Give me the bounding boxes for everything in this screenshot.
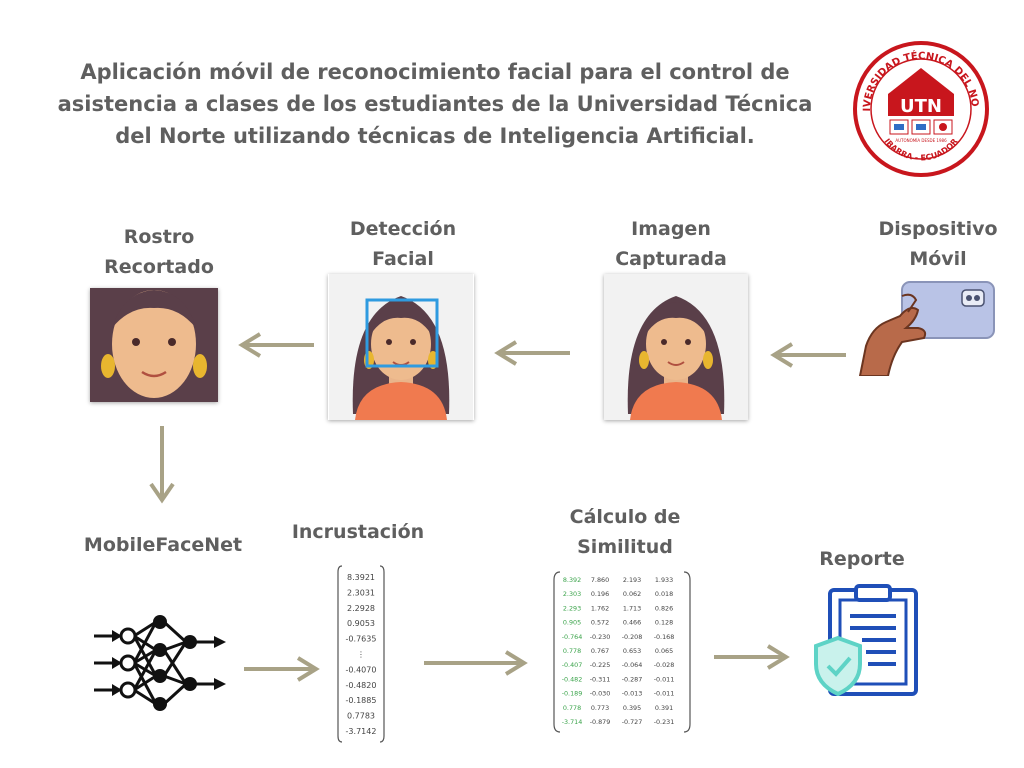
similarity-cell: -0.230 xyxy=(590,633,611,641)
label-device: Dispositivo Móvil xyxy=(868,214,1008,274)
similarity-cell: 0.572 xyxy=(591,619,609,627)
label-similarity: Cálculo de Similitud xyxy=(550,502,700,562)
label-embedding: Incrustación xyxy=(282,517,434,547)
similarity-cell: -0.013 xyxy=(622,690,643,698)
label-cropped-line1: Rostro xyxy=(123,226,195,248)
similarity-cell: -0.030 xyxy=(590,690,611,698)
embedding-value: 2.2928 xyxy=(347,604,375,613)
similarity-cell: 7.860 xyxy=(591,576,609,584)
face-detection-card xyxy=(328,274,474,420)
arrow-device-to-captured xyxy=(770,342,846,368)
similarity-cell: 0.778 xyxy=(563,704,581,712)
phone-in-hand-icon xyxy=(858,281,995,376)
woman-portrait-image xyxy=(604,274,748,420)
similarity-cell: -0.225 xyxy=(590,661,611,669)
embedding-value: -0.4820 xyxy=(346,681,377,690)
similarity-cell: 0.466 xyxy=(623,619,641,627)
similarity-cell: 0.767 xyxy=(591,647,609,655)
label-face-detection: Detección Facial xyxy=(328,214,478,274)
report-clipboard-icon xyxy=(814,584,918,696)
arrow-embedding-to-similarity xyxy=(424,650,528,676)
woman-portrait-detection-image xyxy=(329,274,473,420)
label-embedding-text: Incrustación xyxy=(291,521,425,543)
embedding-value: -0.4070 xyxy=(346,665,377,674)
similarity-cell: -0.208 xyxy=(622,633,643,641)
arrow-cropped-to-model xyxy=(149,426,175,504)
label-captured-line2: Capturada xyxy=(615,248,727,270)
similarity-cell: -0.168 xyxy=(654,633,675,641)
embedding-value: 0.7783 xyxy=(347,712,375,721)
similarity-cell: -0.028 xyxy=(654,661,675,669)
similarity-cell: 0.128 xyxy=(655,619,673,627)
embedding-value: 8.3921 xyxy=(347,573,375,582)
arrow-model-to-embedding xyxy=(244,656,320,682)
similarity-cell: 1.933 xyxy=(655,576,673,584)
cropped-face-card xyxy=(90,288,218,402)
captured-image-card xyxy=(604,274,748,420)
similarity-cell: 2.293 xyxy=(563,604,581,612)
similarity-cell: -0.727 xyxy=(622,718,643,726)
label-similarity-line2: Similitud xyxy=(577,536,673,558)
label-report: Reporte xyxy=(800,544,924,574)
similarity-cell: 2.193 xyxy=(623,576,641,584)
diagram-title: Aplicación móvil de reconocimiento facia… xyxy=(57,60,813,148)
similarity-cell: -0.064 xyxy=(622,661,643,669)
label-report-text: Reporte xyxy=(819,548,905,570)
similarity-cell: 0.062 xyxy=(623,590,641,598)
embedding-value: 2.3031 xyxy=(347,588,375,597)
similarity-cell: 0.196 xyxy=(591,590,609,598)
label-cropped-line2: Recortado xyxy=(104,256,214,278)
similarity-cell: 0.653 xyxy=(623,647,641,655)
embedding-value: -3.7142 xyxy=(346,727,377,736)
similarity-cell: 0.395 xyxy=(623,704,641,712)
label-captured-image: Imagen Capturada xyxy=(596,214,746,274)
similarity-cell: 0.905 xyxy=(563,619,581,627)
label-model-text: MobileFaceNet xyxy=(83,534,243,556)
similarity-cell: -0.011 xyxy=(654,690,675,698)
similarity-cell: 0.826 xyxy=(655,604,673,612)
similarity-cell: -0.011 xyxy=(654,675,675,683)
similarity-cell: 1.762 xyxy=(591,604,609,612)
arrow-similarity-to-report xyxy=(714,644,790,670)
detection-bounding-box xyxy=(365,298,439,368)
embedding-value: -0.7635 xyxy=(346,635,377,644)
embedding-vector: 8.3921 2.3031 2.2928 0.9053 -0.7635 ⋮ -0.4070 -… xyxy=(337,565,385,743)
neural-network-icon xyxy=(94,615,226,711)
embedding-value: ⋮ xyxy=(357,650,365,659)
similarity-cell: 8.392 xyxy=(563,576,581,584)
label-model: MobileFaceNet xyxy=(70,530,256,560)
similarity-cell: -0.764 xyxy=(562,633,583,641)
label-device-text: Dispositivo Móvil xyxy=(878,218,998,270)
similarity-cell: -3.714 xyxy=(562,718,583,726)
similarity-cell: 0.391 xyxy=(655,704,673,712)
similarity-matrix: 8.392 7.860 2.193 1.933 2.303 0.196 0.062 0.018… xyxy=(553,571,691,733)
arrow-captured-to-detection xyxy=(494,340,570,366)
cropped-face-image xyxy=(90,288,218,402)
similarity-cell: -0.189 xyxy=(562,690,583,698)
utn-logo: UNIVERSIDAD TÉCNICA DEL NORTE IBARRA - E… xyxy=(850,38,989,177)
similarity-cell: -0.879 xyxy=(590,718,611,726)
similarity-cell: -0.482 xyxy=(562,675,583,683)
logo-center-text: UTN xyxy=(900,96,942,117)
label-cropped-face: Rostro Recortado xyxy=(84,222,234,282)
similarity-cell: 1.713 xyxy=(623,604,641,612)
similarity-cell: 2.303 xyxy=(563,590,581,598)
logo-small-text: AUTONOMÍA DESDE 1986 xyxy=(895,138,947,143)
similarity-cell: 0.778 xyxy=(563,647,581,655)
label-detection-line2: Facial xyxy=(372,248,434,270)
embedding-value: 0.9053 xyxy=(347,619,375,628)
label-detection-line1: Detección xyxy=(349,218,457,240)
similarity-cell: 0.773 xyxy=(591,704,609,712)
label-similarity-line1: Cálculo de xyxy=(569,506,681,528)
similarity-cell: -0.231 xyxy=(654,718,675,726)
similarity-cell: -0.407 xyxy=(562,661,583,669)
arrow-detection-to-cropped xyxy=(238,332,314,358)
similarity-cell: 0.018 xyxy=(655,590,673,598)
similarity-cell: 0.065 xyxy=(655,647,673,655)
similarity-cell: -0.287 xyxy=(622,675,643,683)
embedding-value: -0.1885 xyxy=(346,696,377,705)
similarity-cell: -0.311 xyxy=(590,675,611,683)
label-captured-line1: Imagen xyxy=(631,218,711,240)
